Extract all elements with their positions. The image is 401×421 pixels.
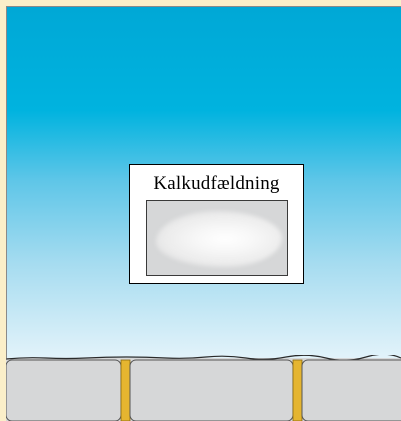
limescale-sample-panel — [146, 200, 288, 276]
label-card: Kalkudfældning — [129, 164, 304, 284]
grout-joint-1 — [120, 359, 131, 421]
tile-floor — [6, 355, 401, 421]
tile-3 — [301, 359, 401, 421]
limescale-deposit — [156, 211, 282, 267]
grout-joint-2 — [292, 359, 303, 421]
tile-1 — [6, 359, 122, 421]
label-title: Kalkudfældning — [153, 173, 280, 194]
tile-2 — [129, 359, 294, 421]
tile-floor-graphic — [6, 355, 401, 421]
